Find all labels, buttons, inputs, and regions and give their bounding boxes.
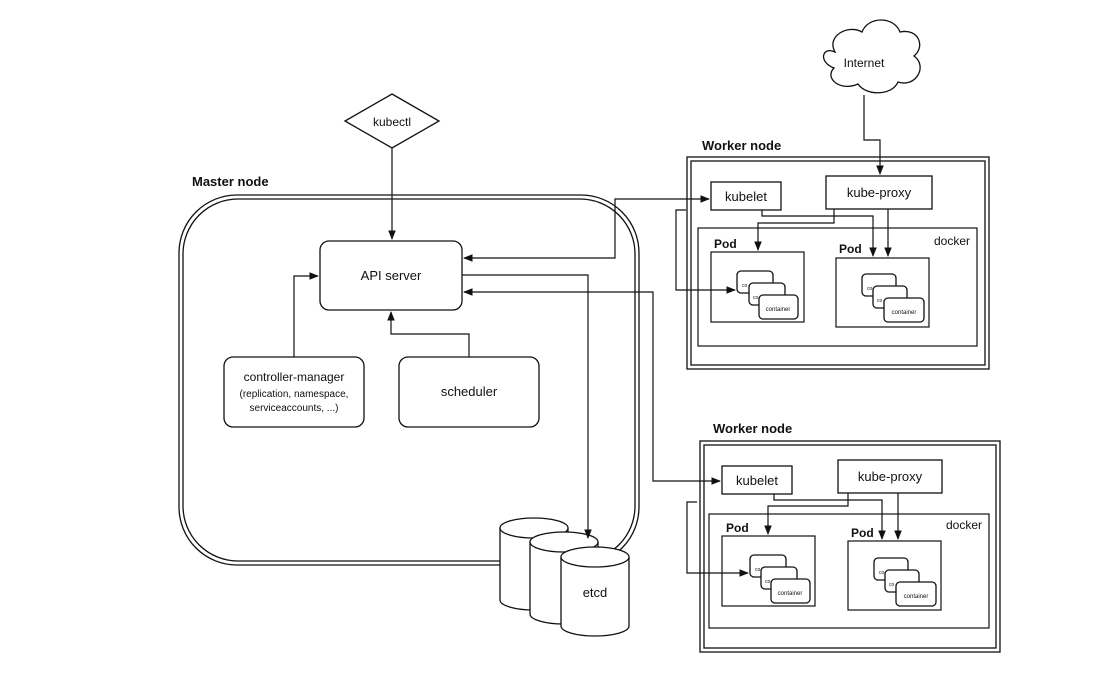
controller-manager-detail-2: serviceaccounts, ...)	[250, 403, 339, 414]
worker-node-2-kube-proxy-label: kube-proxy	[858, 469, 923, 484]
etcd-cylinders: etcd	[499, 517, 630, 637]
master-node-title: Master node	[192, 174, 269, 189]
svg-text:co: co	[879, 570, 885, 576]
worker-node-1-pod-1-label: Pod	[714, 237, 737, 251]
controller-manager-detail-1: (replication, namespace,	[240, 389, 349, 400]
worker-node-1-pod-2-label: Pod	[839, 242, 862, 256]
worker-node-1: Worker node kubelet kube-proxy docker Po…	[686, 138, 990, 370]
worker-node-2-kubelet-label: kubelet	[736, 473, 778, 488]
worker-node-2-kubelet	[721, 465, 793, 495]
worker-node-1-pod-2	[835, 257, 930, 328]
worker-node-1-kubelet	[710, 181, 782, 211]
worker-node-2-docker	[708, 513, 990, 629]
worker-node-1-kube-proxy	[825, 175, 933, 210]
worker-node-2-pod-2	[847, 540, 942, 611]
svg-text:co: co	[867, 286, 873, 292]
svg-text:co: co	[765, 579, 771, 585]
kubectl-node: kubectl	[343, 93, 441, 149]
worker-node-1-kubelet-label: kubelet	[725, 189, 767, 204]
etcd-label: etcd	[583, 585, 608, 600]
internet-label: Internet	[844, 56, 885, 70]
worker-node-1-pod-2-container: container	[892, 310, 917, 316]
worker-node-1-pod-1-container: container	[766, 307, 791, 313]
api-server: API server	[319, 240, 463, 311]
scheduler-label: scheduler	[441, 384, 498, 399]
api-server-label: API server	[361, 268, 422, 283]
controller-manager: controller-manager (replication, namespa…	[223, 356, 365, 428]
controller-manager-label: controller-manager	[244, 370, 345, 384]
worker-node-2-title: Worker node	[713, 421, 792, 436]
worker-node-2-docker-label: docker	[946, 518, 982, 532]
svg-text:co: co	[742, 283, 748, 289]
svg-text:co: co	[889, 582, 895, 588]
worker-node-2-pod-2-label: Pod	[851, 526, 874, 540]
scheduler: scheduler	[398, 356, 540, 428]
worker-node-1-pod-1	[710, 251, 805, 323]
worker-node-1-docker	[697, 227, 978, 347]
worker-node-2-kube-proxy	[837, 459, 943, 494]
svg-text:co: co	[753, 295, 759, 301]
svg-text:co: co	[755, 567, 761, 573]
svg-text:co: co	[877, 298, 883, 304]
connectors	[293, 95, 902, 577]
worker-node-2-pod-1-label: Pod	[726, 521, 749, 535]
worker-node-1-kube-proxy-label: kube-proxy	[847, 185, 912, 200]
worker-node-2-pod-1-container: container	[778, 591, 803, 597]
worker-node-1-title: Worker node	[702, 138, 781, 153]
worker-node-2: Worker node kubelet kube-proxy docker Po…	[699, 421, 1001, 653]
internet-cloud: Internet	[822, 19, 921, 94]
worker-node-2-pod-1	[721, 535, 816, 607]
kubectl-label: kubectl	[373, 115, 411, 129]
worker-node-2-pod-2-container: container	[904, 594, 929, 600]
worker-node-1-docker-label: docker	[934, 234, 970, 248]
